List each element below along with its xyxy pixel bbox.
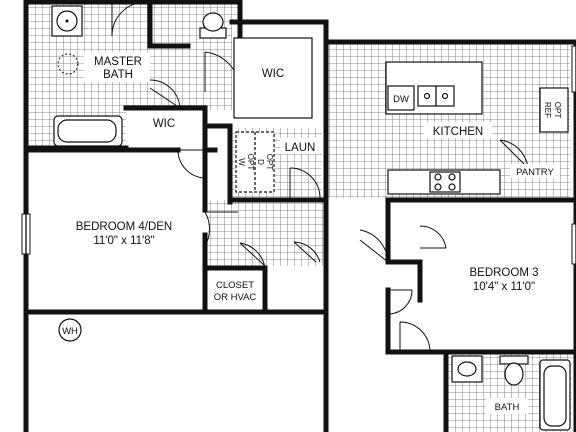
wic-closet [233,37,313,119]
appliance-labels: DW WH OPT REF OPT W OPT D [62,94,562,337]
burner-icon [448,183,456,191]
bath-toilet-icon [504,362,524,386]
master-sink-drain-icon [65,19,69,23]
opt-w-label: W [237,158,246,166]
wic-lower-label: WIC [153,118,175,130]
master-toilet-icon [202,12,224,32]
water-heater-label: WH [62,326,78,337]
laundry-label: LAUN [285,142,316,154]
closet-label: CLOSET [216,280,254,291]
bath-tub-basin [543,365,567,427]
windows [21,45,576,265]
burner-icon [434,173,442,181]
dishwasher [387,85,415,111]
fixtures [51,5,571,431]
master-tub-basin [57,119,117,143]
dishwasher-label: DW [393,94,409,105]
opt-ref-label: REF [543,102,552,118]
wic-upper-label: WIC [262,68,284,80]
bath-sink-icon [457,361,477,377]
bath-label: BATH [495,402,520,413]
closet-label: OR HVAC [214,292,257,303]
kitchen-label: KITCHEN [433,126,483,138]
range [429,171,461,193]
doors [111,1,531,353]
window-right-bedroom [571,223,576,265]
opt-ref-box [539,87,569,133]
opt-w-label: OPT [246,154,255,171]
opt-d-label: OPT [265,154,274,171]
bedroom3-name: BEDROOM 3 [469,267,538,279]
opt-d-label: D [256,159,265,165]
master-bath-label: MASTER [94,56,142,68]
bedroom3-size: 10'4" x 11'0" [473,281,535,293]
tile-hall [208,200,326,266]
burner-icon [434,183,442,191]
room-labels: MASTER BATH WIC WIC KITCHEN LAUN PANTRY … [76,52,560,414]
bedroom4-name: BEDROOM 4/DEN [76,221,173,233]
pantry-label: PANTRY [516,167,554,178]
opt-ref-label: OPT [553,102,562,119]
window-right-kitchen [571,45,576,93]
burner-icon [448,173,456,181]
sink-faucet-right-icon [441,92,449,100]
water-heater-icon [58,318,82,342]
sink-faucet-left-icon [423,92,431,100]
bedroom4-size: 11'0" x 11'8" [93,235,154,247]
shower-seat-icon [57,53,79,75]
master-bath-label: BATH [103,69,133,81]
